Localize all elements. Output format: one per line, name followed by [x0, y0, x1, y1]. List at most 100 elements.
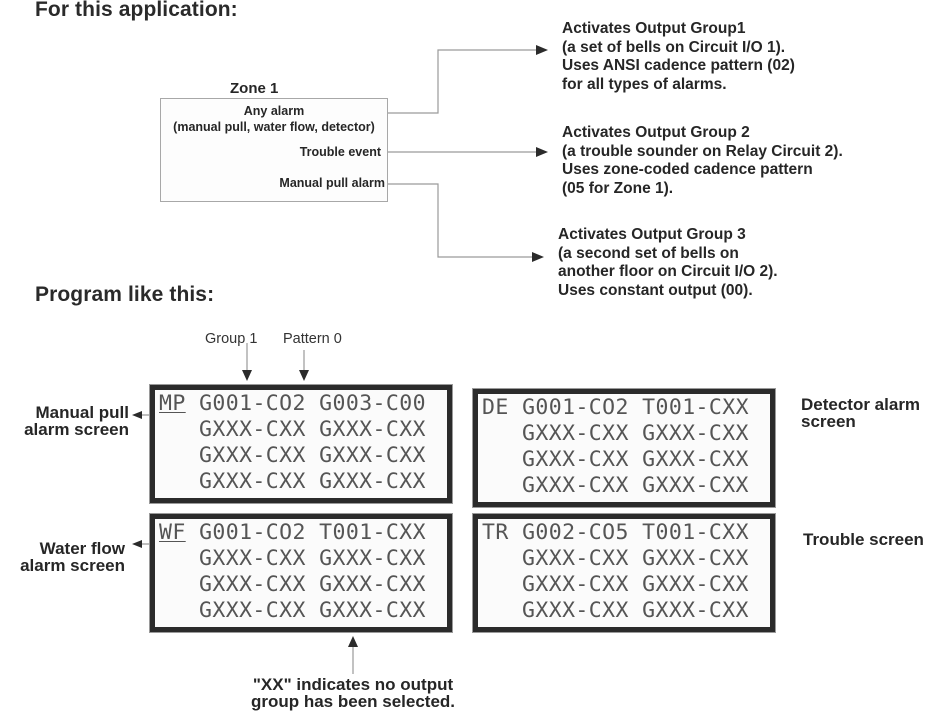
output-2-line: Uses zone-coded cadence pattern	[562, 161, 813, 178]
lcd-spacer	[159, 443, 199, 468]
lcd-row-4: GXXX-CXX GXXX-CXX	[482, 598, 749, 624]
lcd-row-text: GXXX-CXX GXXX-CXX	[199, 546, 426, 571]
arrowhead-output-1	[536, 45, 548, 55]
label-trouble-screen: Trouble screen	[803, 531, 924, 548]
note-line: "XX" indicates no output	[252, 675, 454, 694]
lcd-row-text: GXXX-CXX GXXX-CXX	[199, 443, 426, 468]
output-2-line: (05 for Zone 1).	[562, 179, 674, 197]
output-1-line: (a set of bells on Circuit I/O 1).	[562, 38, 786, 56]
arrowhead-output-2	[536, 147, 548, 157]
lcd-row-text: GXXX-CXX GXXX-CXX	[522, 473, 749, 498]
output-3-line: Activates Output Group 3	[558, 226, 746, 243]
callout-group-label: Group 1	[205, 331, 258, 347]
label-line: Detector alarm	[801, 395, 921, 414]
arrowhead-output-3	[532, 252, 544, 262]
lcd-row-text: GXXX-CXX GXXX-CXX	[522, 546, 749, 571]
lcd-row-text: GXXX-CXX GXXX-CXX	[199, 469, 426, 494]
output-group-2-description: Activates Output Group 2 (a trouble soun…	[562, 124, 843, 198]
lcd-row-3: GXXX-CXX GXXX-CXX	[482, 447, 749, 473]
label-water-flow-screen: Water flow alarm screen	[20, 540, 125, 574]
lcd-spacer	[159, 598, 199, 623]
lcd-row-text: GXXX-CXX GXXX-CXX	[199, 417, 426, 442]
lcd-row-1: TR G002-CO5 T001-CXX	[482, 520, 749, 546]
lcd-screen-trouble: TR G002-CO5 T001-CXX GXXX-CXX GXXX-CXX G…	[473, 514, 775, 632]
zone-event-trouble: Trouble event	[299, 145, 381, 159]
lcd-spacer	[186, 520, 199, 545]
lcd-row-2: GXXX-CXX GXXX-CXX	[482, 421, 749, 447]
heading-for-this-application: For this application:	[35, 0, 238, 21]
lcd-row-text: GXXX-CXX GXXX-CXX	[522, 598, 749, 623]
arrowhead-group	[242, 370, 252, 381]
lcd-row-text: G001-CO2 G003-C00	[199, 391, 426, 416]
lcd-spacer	[509, 520, 522, 545]
lcd-row-2: GXXX-CXX GXXX-CXX	[159, 546, 426, 572]
lcd-row-text: G001-CO2 T001-CXX	[199, 520, 426, 545]
lcd-screen-detector: DE G001-CO2 T001-CXX GXXX-CXX GXXX-CXX G…	[473, 389, 775, 507]
lcd-row-2: GXXX-CXX GXXX-CXX	[159, 417, 426, 443]
output-1-line: Uses ANSI cadence pattern (02)	[562, 57, 795, 74]
output-1-line: Activates Output Group1	[562, 20, 746, 37]
lcd-event-code: MP	[159, 391, 186, 416]
label-line: Manual pull	[35, 403, 130, 422]
lcd-row-text: GXXX-CXX GXXX-CXX	[199, 572, 426, 597]
lcd-spacer	[159, 417, 199, 442]
wire-any-alarm	[386, 49, 540, 114]
lcd-row-1: DE G001-CO2 T001-CXX	[482, 395, 749, 421]
lcd-row-1: MP G001-CO2 G003-C00	[159, 391, 426, 417]
arrowhead-mp	[132, 411, 142, 419]
output-3-line: Uses constant output (00).	[558, 281, 753, 299]
label-line: alarm screen	[20, 556, 125, 575]
output-2-line: Activates Output Group 2	[562, 124, 750, 141]
lcd-spacer	[482, 598, 522, 623]
output-group-3-description: Activates Output Group 3 (a second set o…	[558, 226, 778, 300]
label-line: alarm screen	[24, 420, 129, 439]
lcd-row-1: WF G001-CO2 T001-CXX	[159, 520, 426, 546]
lcd-row-text: GXXX-CXX GXXX-CXX	[522, 421, 749, 446]
lcd-row-text: GXXX-CXX GXXX-CXX	[199, 598, 426, 623]
heading-program-like-this: Program like this:	[35, 283, 215, 306]
wire-manual-pull	[386, 183, 536, 258]
output-2-line: (a trouble sounder on Relay Circuit 2).	[562, 142, 843, 160]
lcd-row-3: GXXX-CXX GXXX-CXX	[159, 572, 426, 598]
lcd-screen-manual-pull: MP G001-CO2 G003-C00 GXXX-CXX GXXX-CXX G…	[150, 385, 452, 503]
lcd-row-text: G002-CO5 T001-CXX	[522, 520, 749, 545]
xx-note: "XX" indicates no output group has been …	[218, 676, 488, 710]
callout-pattern-label: Pattern 0	[283, 331, 342, 347]
label-line: Water flow	[39, 539, 125, 558]
label-line: Trouble screen	[803, 530, 924, 549]
lcd-row-4: GXXX-CXX GXXX-CXX	[482, 473, 749, 499]
zone-event-manual-pull: Manual pull alarm	[279, 176, 385, 190]
lcd-row-4: GXXX-CXX GXXX-CXX	[159, 469, 426, 495]
label-line: screen	[801, 412, 856, 431]
lcd-spacer	[482, 473, 522, 498]
lcd-spacer	[159, 572, 199, 597]
lcd-spacer	[186, 391, 199, 416]
output-3-line: (a second set of bells on	[558, 244, 739, 262]
output-1-line: for all types of alarms.	[562, 75, 727, 93]
lcd-spacer	[509, 395, 522, 420]
lcd-row-4: GXXX-CXX GXXX-CXX	[159, 598, 426, 624]
lcd-event-code: WF	[159, 520, 186, 545]
lcd-event-code: TR	[482, 520, 509, 545]
arrowhead-note	[348, 636, 358, 647]
lcd-spacer	[482, 421, 522, 446]
arrowhead-pattern	[299, 370, 309, 381]
zone-event-any-alarm: Any alarm	[243, 104, 305, 118]
lcd-spacer	[482, 572, 522, 597]
lcd-spacer	[482, 447, 522, 472]
lcd-row-3: GXXX-CXX GXXX-CXX	[482, 572, 749, 598]
lcd-spacer	[159, 546, 199, 571]
arrowhead-wf	[132, 540, 142, 548]
lcd-event-code: DE	[482, 395, 509, 420]
label-manual-pull-screen: Manual pull alarm screen	[8, 404, 129, 438]
output-group-1-description: Activates Output Group1 (a set of bells …	[562, 20, 795, 94]
label-detector-screen: Detector alarm screen	[801, 396, 920, 430]
lcd-spacer	[159, 469, 199, 494]
lcd-row-2: GXXX-CXX GXXX-CXX	[482, 546, 749, 572]
zone-box: Any alarm (manual pull, water flow, dete…	[160, 98, 388, 202]
output-3-line: another floor on Circuit I/O 2).	[558, 263, 778, 280]
zone-event-any-alarm-detail: (manual pull, water flow, detector)	[173, 120, 375, 134]
lcd-spacer	[482, 546, 522, 571]
lcd-row-3: GXXX-CXX GXXX-CXX	[159, 443, 426, 469]
